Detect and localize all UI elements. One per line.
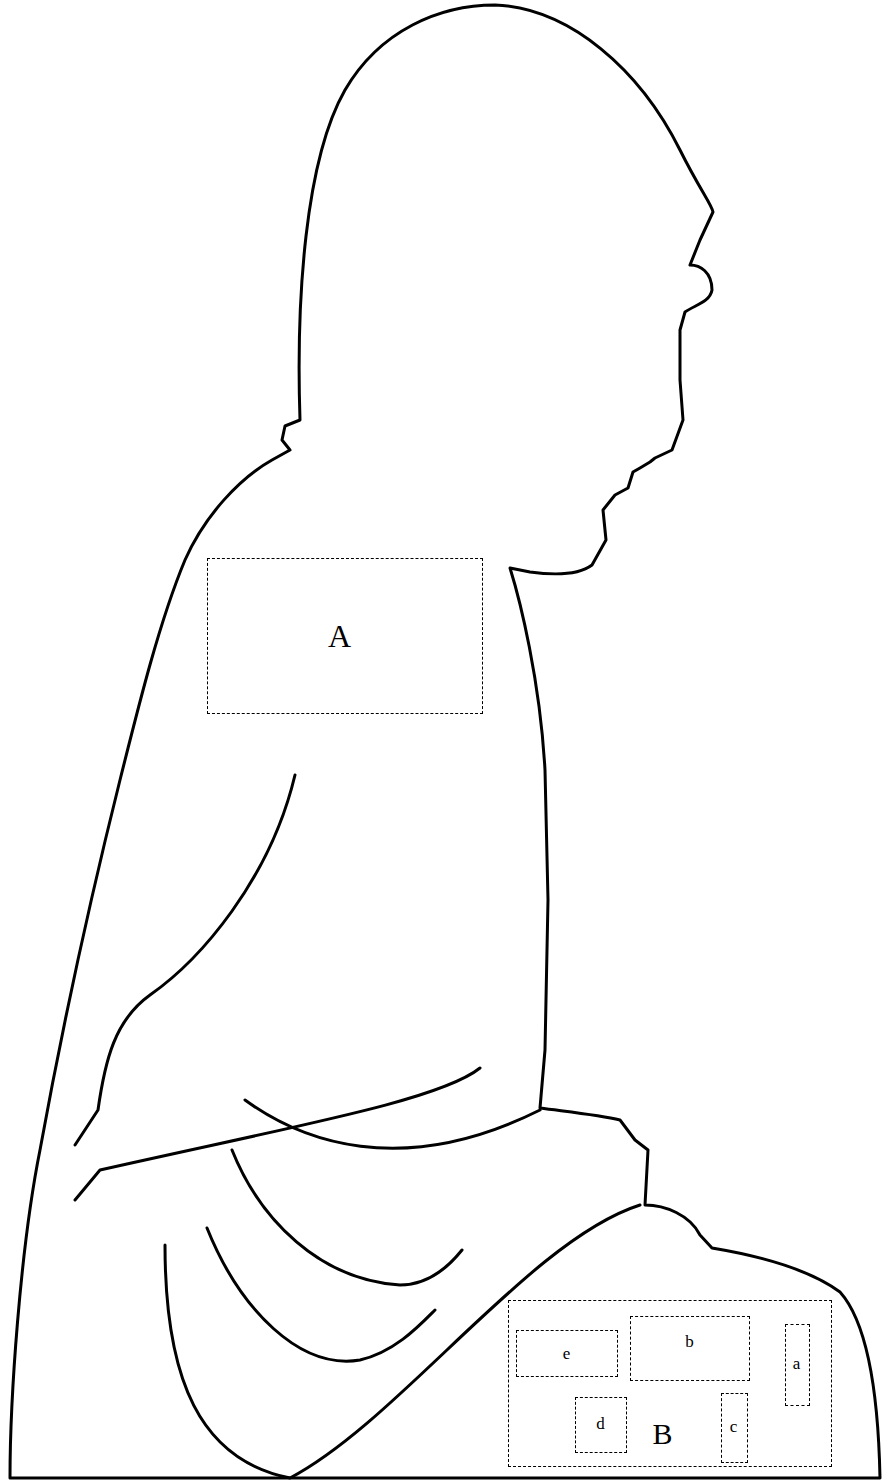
dashed-region-box: b <box>630 1316 750 1381</box>
region-letter: a <box>793 1354 801 1371</box>
robe-fold-line <box>75 775 295 1145</box>
figure-outline <box>10 5 880 1478</box>
dashed-region-box: d <box>575 1397 627 1453</box>
region-letter: A <box>328 620 351 652</box>
region-letter: B <box>652 1419 672 1449</box>
dashed-region-box: c <box>721 1393 748 1463</box>
dashed-region-box: a <box>785 1324 810 1406</box>
robe-fold-line <box>75 1068 480 1200</box>
lap-line <box>165 1205 640 1478</box>
region-letter: c <box>730 1417 738 1434</box>
region-letter: b <box>685 1332 694 1349</box>
region-letter: e <box>563 1344 571 1361</box>
dashed-region-box: A <box>207 558 483 714</box>
region-letter: d <box>596 1414 605 1431</box>
dashed-region-box: Be b a d c <box>508 1300 832 1467</box>
forearm-line <box>245 1100 540 1148</box>
robe-fold-line <box>207 1228 435 1361</box>
robe-fold-line <box>232 1150 462 1285</box>
dashed-region-box: e <box>516 1330 618 1377</box>
